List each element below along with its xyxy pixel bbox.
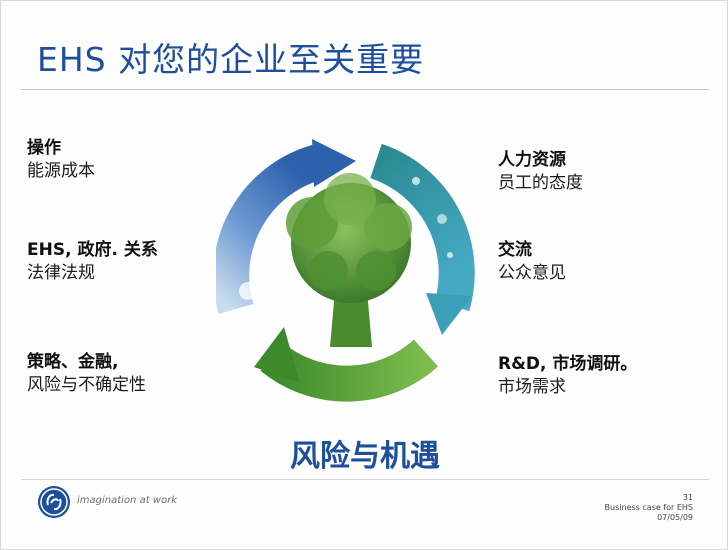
arrow-green — [254, 327, 439, 402]
right-item-1-heading: 人力资源 — [498, 150, 566, 170]
document-date: 07/05/09 — [657, 513, 693, 522]
footer-divider — [21, 479, 709, 480]
arrow-teal — [369, 143, 475, 335]
right-item-2-heading: 交流 — [498, 240, 532, 260]
document-name: Business case for EHS — [604, 503, 693, 512]
ge-logo-icon — [38, 486, 70, 518]
tree-graphic — [286, 173, 412, 347]
right-item-3-heading: R&D, 市场调研。 — [498, 354, 638, 374]
cycle-diagram — [216, 139, 475, 402]
right-item-2-sub: 公众意见 — [498, 263, 566, 283]
right-item-1-sub: 员工的态度 — [498, 173, 583, 193]
slide-title: EHS 对您的企业至关重要 — [37, 40, 425, 79]
left-item-3-heading: 策略、金融, — [27, 352, 119, 372]
footer-info: 31 Business case for EHS 07/05/09 — [605, 493, 693, 523]
left-item-3: 策略、金融, 风险与不确定性 — [27, 351, 146, 397]
left-item-2-heading: EHS, 政府. 关系 — [27, 240, 158, 260]
arrow-blue — [216, 139, 356, 315]
left-item-2-sub: 法律法规 — [27, 263, 95, 283]
left-item-1-heading: 操作 — [27, 138, 61, 158]
left-item-1-sub: 能源成本 — [27, 161, 95, 181]
title-divider — [21, 89, 709, 90]
right-item-1: 人力资源 员工的态度 — [498, 149, 583, 195]
right-item-3: R&D, 市场调研。 市场需求 — [498, 353, 637, 399]
right-item-3-sub: 市场需求 — [498, 377, 566, 397]
page-number: 31 — [682, 493, 693, 502]
logo-tagline: imagination at work — [77, 495, 177, 506]
tagline: 风险与机遇 — [290, 439, 440, 474]
left-item-1: 操作 能源成本 — [27, 137, 95, 183]
left-item-3-sub: 风险与不确定性 — [27, 375, 146, 395]
left-item-2: EHS, 政府. 关系 法律法规 — [27, 239, 158, 285]
right-item-2: 交流 公众意见 — [498, 239, 566, 285]
